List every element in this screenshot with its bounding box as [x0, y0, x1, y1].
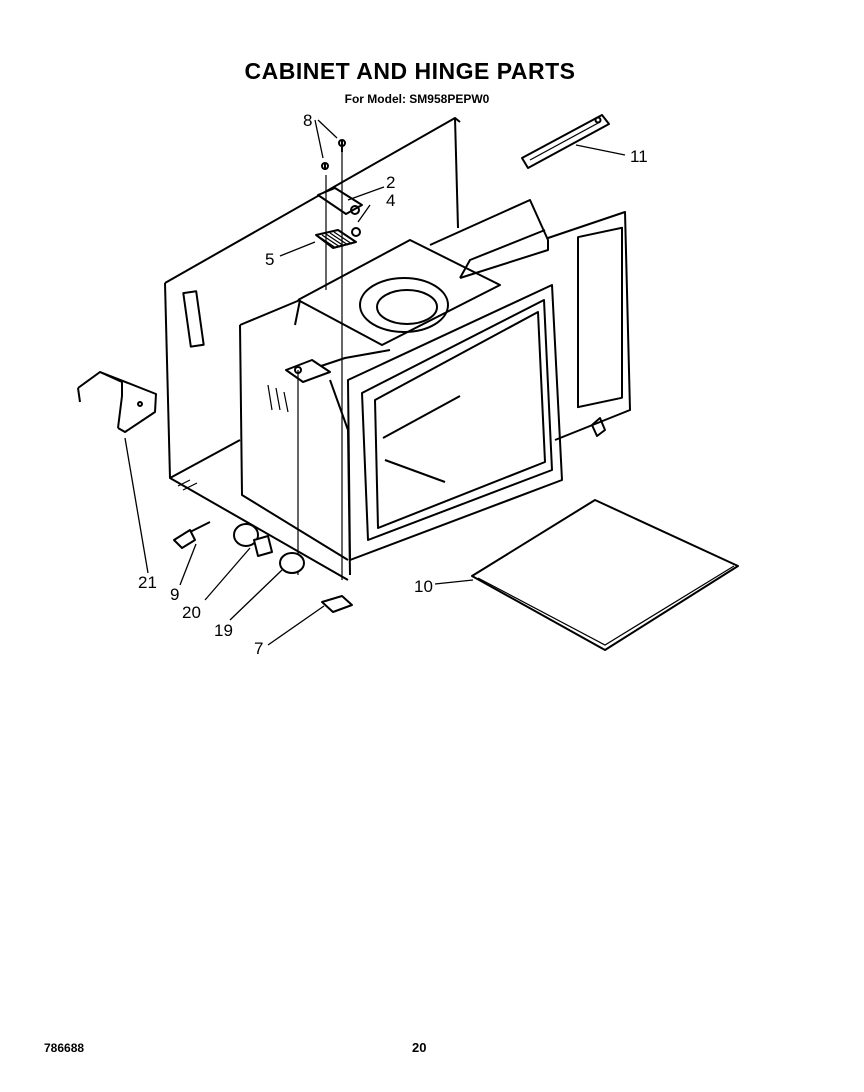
callout-9: 9 — [170, 585, 179, 604]
bracket-part-11 — [521, 114, 610, 169]
cabinet-wrapper — [164, 117, 461, 581]
floor-plate-part-10 — [471, 499, 739, 651]
leader-lines — [124, 119, 626, 646]
document-code: 786688 — [44, 1041, 85, 1055]
callout-4: 4 — [386, 191, 395, 210]
callout-10: 10 — [414, 577, 433, 596]
callout-20: 20 — [182, 603, 201, 622]
front-frame — [314, 284, 563, 576]
callout-7: 7 — [254, 639, 263, 658]
cabinet-right-panel — [547, 211, 631, 441]
model-subtitle: For Model: SM958PEPW0 — [344, 92, 490, 106]
oven-cavity — [239, 199, 549, 561]
callout-8: 8 — [303, 111, 312, 130]
page-title: CABINET AND HINGE PARTS — [244, 58, 576, 84]
lower-hinge — [285, 359, 353, 613]
callout-21: 21 — [138, 573, 157, 592]
callout-labels: 8 2 4 5 11 21 9 20 19 7 10 — [138, 111, 648, 658]
upper-hinge — [315, 139, 363, 580]
callout-19: 19 — [214, 621, 233, 640]
bracket-part-21 — [77, 371, 157, 433]
page-number: 20 — [412, 1040, 427, 1055]
callout-2: 2 — [386, 173, 395, 192]
callout-5: 5 — [265, 250, 274, 269]
callout-11: 11 — [630, 147, 648, 166]
lamp-assembly — [173, 521, 305, 574]
